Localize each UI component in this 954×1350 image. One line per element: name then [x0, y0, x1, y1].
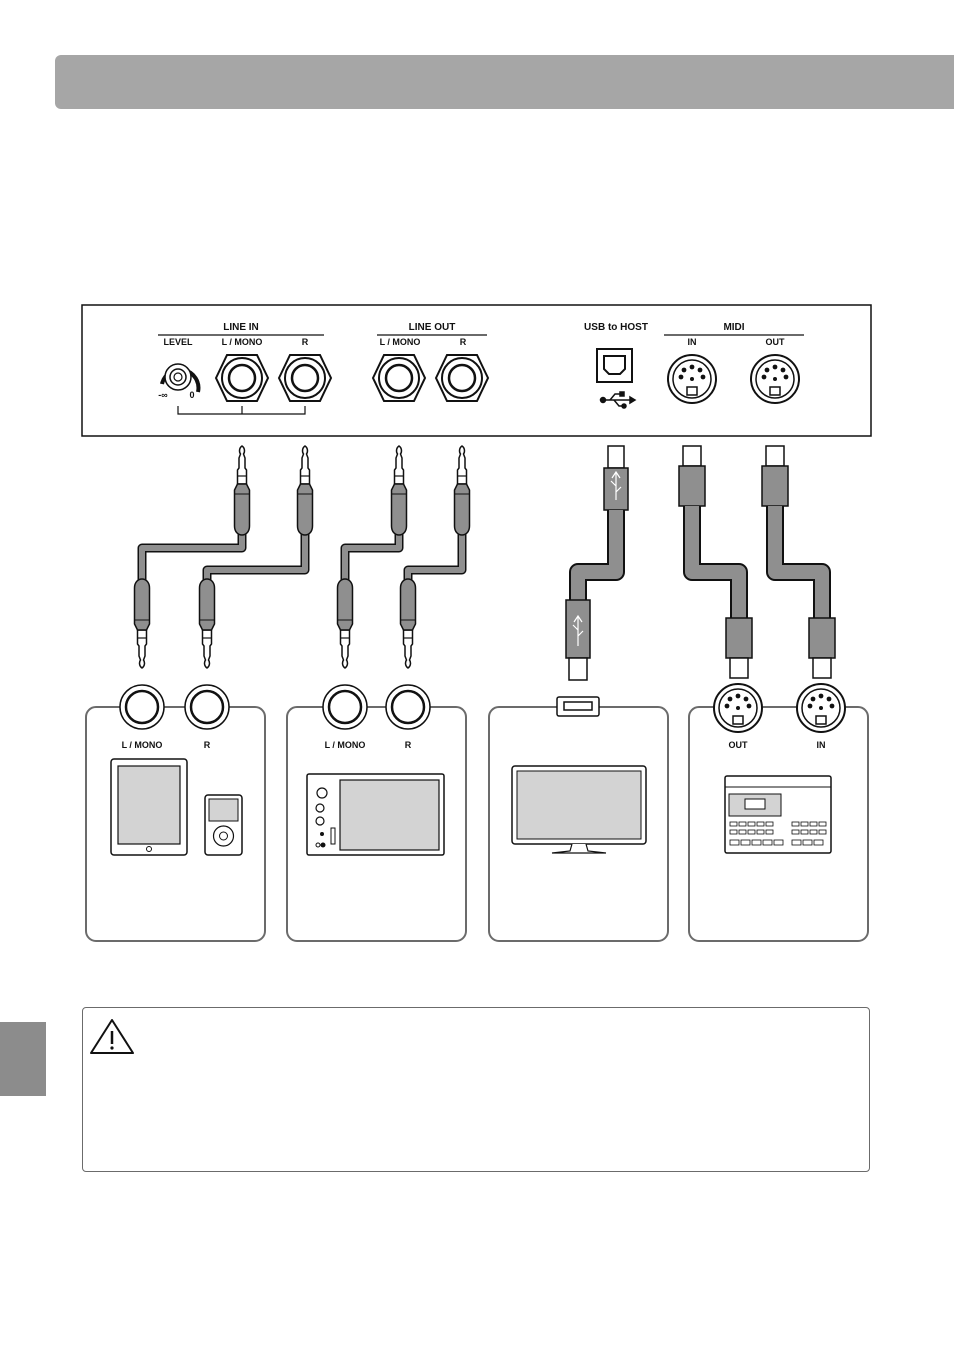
device-left-label: L / MONO [122, 740, 163, 750]
device-right-label: R [204, 740, 211, 750]
recorder-right-jack[interactable] [384, 683, 432, 731]
usb-cable [565, 445, 629, 681]
device-midi-in-label: IN [817, 740, 826, 750]
line-in-left-socket[interactable] [214, 353, 270, 403]
tablet-icon [110, 758, 188, 856]
usb-icon [599, 391, 637, 409]
device-midi-out-label: OUT [729, 740, 749, 750]
recorder-icon [306, 773, 445, 856]
line-out-right-label: R [460, 337, 467, 347]
header-bar [55, 55, 954, 109]
device-midi-out-socket[interactable] [713, 683, 763, 733]
usb-a-socket[interactable] [556, 696, 600, 717]
recorder-right-plug [399, 578, 417, 669]
line-in-label: LINE IN [223, 322, 259, 333]
line-in-right-label: R [302, 337, 309, 347]
midi-cables [678, 445, 836, 679]
monitor-icon [511, 765, 647, 854]
device-left-jack[interactable] [118, 683, 166, 731]
usb-b-socket[interactable] [596, 348, 633, 383]
side-tab [0, 1022, 46, 1096]
device-right-plug [198, 578, 216, 669]
warning-triangle-icon [90, 1019, 134, 1054]
midi-device-box [688, 706, 869, 942]
usb-label: USB to HOST [584, 322, 648, 333]
line-in-left-plug [233, 445, 251, 536]
line-out-right-socket[interactable] [434, 353, 490, 403]
recorder-box [286, 706, 467, 942]
audio-cables [137, 525, 467, 585]
device-left-plug [133, 578, 151, 669]
line-out-left-label: L / MONO [380, 337, 421, 347]
level-knob[interactable] [160, 363, 201, 393]
line-out-right-plug [453, 445, 471, 536]
midi-out-label: OUT [766, 337, 786, 347]
line-out-label: LINE OUT [409, 322, 456, 333]
sequencer-icon [724, 775, 832, 854]
recorder-left-jack[interactable] [321, 683, 369, 731]
line-in-left-label: L / MONO [222, 337, 263, 347]
device-midi-in-socket[interactable] [796, 683, 846, 733]
line-in-right-socket[interactable] [277, 353, 333, 403]
level-min-label: -∞ [158, 390, 168, 400]
recorder-left-plug [336, 578, 354, 669]
recorder-left-label: L / MONO [325, 740, 366, 750]
line-out-left-socket[interactable] [371, 353, 427, 403]
music-player-icon [204, 794, 243, 856]
line-in-bracket [177, 406, 306, 415]
midi-in-socket[interactable] [667, 354, 717, 404]
line-out-left-plug [390, 445, 408, 536]
recorder-right-label: R [405, 740, 412, 750]
line-in-right-plug [296, 445, 314, 536]
midi-in-label: IN [688, 337, 697, 347]
midi-out-socket[interactable] [750, 354, 800, 404]
warning-box [82, 1007, 870, 1172]
device-right-jack[interactable] [183, 683, 231, 731]
level-max-label: 0 [189, 390, 194, 400]
level-label: LEVEL [163, 337, 193, 347]
midi-label: MIDI [723, 322, 744, 333]
audio-player-box [85, 706, 266, 942]
